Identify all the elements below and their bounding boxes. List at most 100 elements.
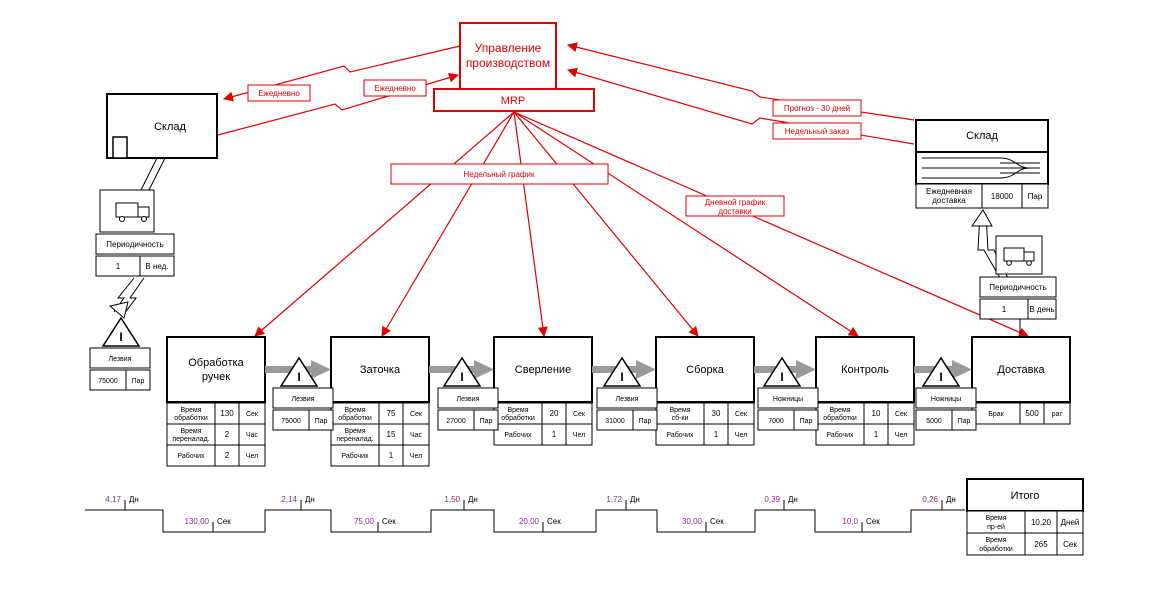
row-label-line2: обработки [501,414,535,422]
daily-schedule-label1: Дневной график [705,198,766,207]
customer-periodicity-unit: В день [1029,305,1054,314]
row-label: Рабочих [666,431,694,439]
total-proc-value: 265 [1034,540,1048,549]
inventory-i-mark: I [939,370,942,384]
total-lead-label1: Время [985,515,1006,522]
timeline-seconds: 10,0 Сек [842,517,880,532]
production-control-box[interactable]: Управление производством [459,22,557,90]
inventory-i-mark: I [119,330,122,344]
timeline-line [85,509,965,533]
row-label-line1: Время [344,407,365,414]
process-name: Сборка [686,364,725,376]
inventory-unit: Пар [639,418,652,425]
row-value: 1 [714,430,719,439]
inventory-label: Лезвия [292,396,315,403]
supplier-title: Склад [154,121,186,133]
schedule-arrows: Недельный график Дневной график доставки [254,111,1029,337]
inventory-value: 5000 [926,418,942,425]
timeline-seconds-unit: Сек [866,517,880,526]
inventory-triangle-icon [442,356,482,387]
total-lead-value: 10,20 [1031,518,1052,527]
customer-demand-unit: Пар [1028,192,1043,201]
process-name: Заточка [360,364,401,376]
daily-right-box [363,79,427,97]
row-label-line1: Время [344,428,365,435]
total-proc-unit: Сек [1063,540,1077,549]
row-value: 1 [552,430,557,439]
row-value: 1 [874,430,879,439]
customer-periodicity-value: 1 [1002,305,1007,314]
timeline-days-value: 1,50 [444,495,460,504]
customer-truck-icon [1003,247,1035,266]
inventory-triangle-icon [279,356,319,387]
timeline-days-value: 4,17 [105,495,121,504]
total-proc-label2: обработки [979,545,1013,553]
row-label: Брак [988,411,1004,418]
total-box[interactable]: Итого Время пр-ей 10,20 Дней Время обраб… [966,478,1084,556]
row-value: 2 [225,430,230,439]
row-label-line2: обработки [174,414,208,422]
row-unit: Сек [573,411,586,418]
inventory-i-mark: I [297,370,300,384]
forecast-label: Прогноз - 30 дней [784,104,850,113]
process-name-line2: ручек [202,371,230,383]
control-title-line1: Управление [475,41,542,55]
timeline-seconds-unit: Сек [382,517,396,526]
process-name: Сверление [515,364,571,376]
row-value: 10 [872,409,881,418]
timeline-days-unit: Дн [630,495,640,504]
weekly-order-label: Недельный заказ [785,127,850,136]
process-name-line1: Обработка [188,357,244,369]
timeline-days-value: 0,39 [764,495,780,504]
timeline-seconds-unit: Сек [217,517,231,526]
row-unit: Сек [895,411,908,418]
row-label-line1: Время [180,407,201,414]
total-lead-unit: Дней [1061,518,1080,527]
row-unit: Чел [573,432,585,439]
customer-demand-label2: доставка [932,196,966,205]
timeline-seconds-value: 10,0 [842,517,858,526]
inventory-triangle-icon [101,316,141,347]
row-unit: Чел [895,432,907,439]
daily-schedule-label2: доставки [718,207,751,216]
supplier-warehouse[interactable]: Склад [106,93,218,159]
inventory-unit: Пар [800,418,813,425]
inventory-triangle-icon [762,356,802,387]
mrp-box[interactable]: MRP [433,88,595,112]
timeline-days-unit: Дн [788,495,798,504]
customer-warehouse[interactable]: Склад Ежедневная доставка 18000 Пар [915,119,1049,209]
row-label: Рабочих [177,452,205,460]
inventory-unit: Пар [315,418,328,425]
row-value: 75 [387,409,396,418]
weekly-order-box [772,122,862,140]
supplier-periodicity-label: Периодичность [106,240,163,249]
inventory-triangle-icon [602,356,642,387]
supplier-periodicity-unit: В нед. [145,262,168,271]
timeline-days-unit: Дн [468,495,478,504]
row-label-line2: обработки [823,414,857,422]
inventory-label: Ножницы [773,396,803,403]
